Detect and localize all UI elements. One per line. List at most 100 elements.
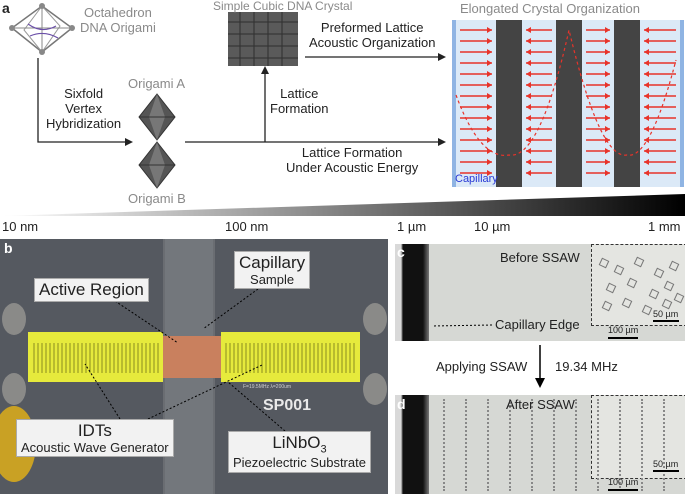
crystal-column bbox=[619, 399, 623, 491]
inset-d bbox=[591, 395, 685, 479]
linbo3-title: LiNbO3 bbox=[233, 433, 366, 456]
origami-b-label: Origami B bbox=[128, 191, 186, 206]
capillary-edge-label: Capillary Edge bbox=[495, 317, 580, 332]
scale-bar-main-c bbox=[608, 337, 638, 339]
force-arrow-head bbox=[526, 82, 531, 88]
device-small-label: F=19.5MHz λ=200um bbox=[243, 384, 292, 390]
force-arrow-head bbox=[526, 115, 531, 121]
capillary-title-label: Capillary bbox=[239, 253, 306, 272]
force-arrow-head bbox=[644, 82, 649, 88]
crystal-particle bbox=[598, 257, 610, 269]
crystal-particle bbox=[661, 298, 673, 310]
crystal-column bbox=[487, 399, 491, 491]
force-arrow-head bbox=[605, 126, 610, 132]
after-ssaw-label: After SSAW bbox=[506, 397, 575, 412]
acoustic-force-arrows bbox=[460, 27, 676, 176]
force-arrow-head bbox=[526, 60, 531, 66]
force-arrow-head bbox=[605, 104, 610, 110]
force-arrow-head bbox=[487, 104, 492, 110]
force-arrow-head bbox=[526, 38, 531, 44]
applying-ssaw-label: Applying SSAW bbox=[436, 359, 528, 374]
linbo3-main-label: LiNbO bbox=[272, 433, 321, 452]
crystal-column bbox=[597, 399, 601, 491]
hybridization-line3: Hybridization bbox=[46, 115, 122, 131]
crystal-column bbox=[553, 399, 557, 491]
force-arrow-head bbox=[526, 137, 531, 143]
crystal-column bbox=[663, 399, 667, 491]
crystal-particle bbox=[605, 282, 617, 294]
force-arrow-head bbox=[644, 27, 649, 33]
force-arrow-head bbox=[487, 148, 492, 154]
scale-main-c: 100 µm bbox=[608, 325, 639, 335]
crystal-dots-c bbox=[595, 254, 685, 316]
crystal-particle bbox=[668, 260, 680, 272]
force-arrow-head bbox=[605, 27, 610, 33]
callout-capillary: Capillary Sample bbox=[234, 251, 311, 290]
length-scale-gradient bbox=[0, 194, 685, 216]
force-arrow-head bbox=[526, 49, 531, 55]
force-arrow-head bbox=[644, 148, 649, 154]
capillary-wall-d bbox=[395, 395, 429, 494]
crystal-particle bbox=[633, 256, 645, 268]
hybridization-line1: Sixfold bbox=[64, 86, 104, 101]
force-arrow-head bbox=[644, 38, 649, 44]
inset-c bbox=[591, 244, 685, 326]
linbo3-sub-digit: 3 bbox=[320, 443, 327, 456]
force-arrow-head bbox=[487, 137, 492, 143]
force-arrow-head bbox=[644, 49, 649, 55]
force-arrow-head bbox=[487, 82, 492, 88]
force-arrow-head bbox=[605, 49, 610, 55]
force-arrow-head bbox=[526, 159, 531, 165]
hybridization-line2: Vertex bbox=[65, 100, 102, 116]
force-arrow-head bbox=[644, 71, 649, 77]
octahedron-label-line2: DNA Origami bbox=[80, 19, 156, 35]
scale-inset-c: 50 µm bbox=[653, 309, 679, 319]
scale-tick-100nm: 100 nm bbox=[225, 219, 269, 234]
force-arrow-head bbox=[605, 137, 610, 143]
idts-title-label: IDTs bbox=[77, 421, 112, 440]
origami-b-image bbox=[138, 141, 176, 189]
origami-a-label: Origami A bbox=[128, 76, 186, 91]
force-arrow-head bbox=[487, 38, 492, 44]
scale-inset-d: 50 µm bbox=[653, 459, 679, 469]
preformed-label: Preformed Lattice Acoustic Organization bbox=[309, 20, 435, 51]
force-arrow-head bbox=[605, 115, 610, 121]
callout-linbo3: LiNbO3 Piezoelectric Substrate bbox=[228, 431, 371, 473]
force-arrow-head bbox=[487, 115, 492, 121]
capillary-sub-label: Sample bbox=[250, 271, 295, 287]
force-arrow-head bbox=[526, 71, 531, 77]
force-arrow-head bbox=[487, 49, 492, 55]
callout-idts: IDTs Acoustic Wave Generator bbox=[16, 419, 174, 458]
crystal-particle bbox=[626, 277, 638, 289]
force-arrow-head bbox=[644, 115, 649, 121]
crystal-column bbox=[641, 399, 645, 491]
panel-d-micrograph bbox=[395, 395, 685, 494]
acoustic-energy-line2: Under Acoustic Energy bbox=[286, 159, 419, 175]
crystal-column bbox=[443, 399, 447, 491]
force-arrow-head bbox=[487, 27, 492, 33]
crystal-column bbox=[575, 399, 579, 491]
crystal-columns-d bbox=[435, 395, 685, 494]
force-arrow-head bbox=[526, 170, 531, 176]
acoustic-energy-line1: Lattice Formation bbox=[301, 145, 403, 160]
elongated-label: Elongated Crystal Organization bbox=[460, 1, 640, 16]
force-arrow-head bbox=[605, 38, 610, 44]
before-ssaw-label: Before SSAW bbox=[500, 250, 580, 265]
active-region-label: Active Region bbox=[39, 280, 144, 299]
crystal-column bbox=[509, 399, 513, 491]
force-arrow-head bbox=[605, 148, 610, 154]
scale-bar-inset-c bbox=[653, 320, 679, 322]
octahedron-label: Octahedron DNA Origami bbox=[80, 5, 156, 36]
crystal-particle bbox=[601, 300, 613, 312]
force-arrow-head bbox=[487, 60, 492, 66]
idts-sub-label: Acoustic Wave Generator bbox=[21, 439, 169, 455]
force-arrow-head bbox=[644, 104, 649, 110]
scale-tick-1um: 1 µm bbox=[397, 219, 427, 234]
lattice-formation-line1: Lattice bbox=[280, 86, 319, 101]
force-arrow-head bbox=[487, 126, 492, 132]
scale-bar-inset-d bbox=[653, 470, 679, 472]
lattice-formation-label: Lattice Formation bbox=[270, 86, 329, 117]
origami-a-image bbox=[138, 93, 176, 141]
lattice-formation-line2: Formation bbox=[270, 100, 329, 116]
